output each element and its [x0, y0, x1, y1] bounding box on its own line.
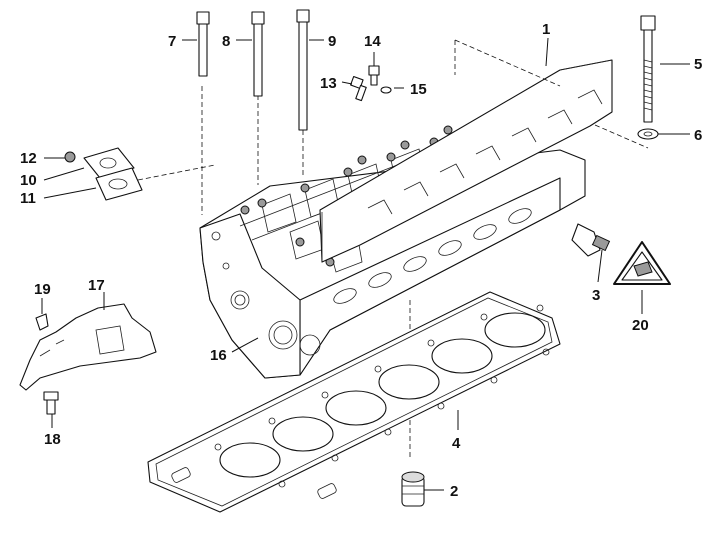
bolt-9 [296, 9, 310, 131]
callout-13: 13 [320, 75, 337, 92]
callout-1: 1 [542, 21, 550, 38]
callout-19: 19 [34, 281, 51, 298]
callout-4: 4 [452, 435, 461, 452]
temperature-sensor-3 [571, 223, 611, 257]
leader-lines [41, 37, 690, 491]
clip-19 [35, 313, 49, 331]
callout-6: 6 [694, 127, 702, 144]
nut-12 [64, 151, 76, 163]
head-bolt-5 [640, 15, 656, 123]
cylinder-head [199, 101, 586, 379]
callout-12: 12 [20, 150, 37, 167]
warning-label-20 [613, 241, 671, 285]
callout-17: 17 [88, 277, 105, 294]
bracket-17 [19, 303, 157, 391]
callout-14: 14 [364, 33, 381, 50]
dowel-sleeve-2 [401, 471, 425, 507]
callout-20: 20 [632, 317, 649, 334]
gasket-11 [95, 167, 143, 201]
callout-9: 9 [328, 33, 336, 50]
callout-7: 7 [168, 33, 176, 50]
callout-5: 5 [694, 56, 702, 73]
bolt-7 [196, 11, 210, 77]
bolt-8 [251, 11, 265, 97]
bolt-13 [350, 75, 367, 102]
callout-15: 15 [410, 81, 427, 98]
bolt-18 [43, 391, 59, 415]
washer-6 [637, 128, 659, 140]
callout-2: 2 [450, 483, 458, 500]
callout-16: 16 [210, 347, 227, 364]
callouts: 7 8 9 14 13 15 1 5 6 12 10 11 3 20 4 2 1… [20, 21, 702, 500]
callout-3: 3 [592, 287, 600, 304]
head-gasket-4 [147, 291, 561, 513]
callout-10: 10 [20, 172, 37, 189]
bolt-14 [368, 65, 380, 86]
seal-15 [380, 86, 392, 94]
callout-8: 8 [222, 33, 230, 50]
callout-18: 18 [44, 431, 61, 448]
cover-trim [319, 59, 613, 263]
callout-11: 11 [20, 190, 36, 207]
